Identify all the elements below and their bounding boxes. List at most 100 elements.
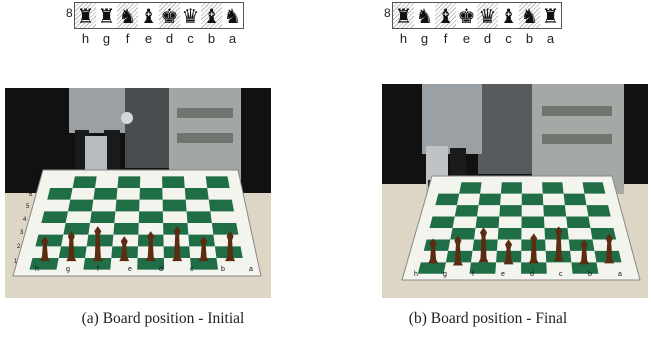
robot-chessboard-photo: h g f e d c b a: [382, 84, 648, 298]
board-square: [499, 205, 522, 217]
board-square: [497, 228, 522, 240]
board-square: [542, 182, 564, 194]
board-square: [113, 223, 139, 235]
file-label: e: [462, 31, 471, 46]
photo-file-label: h: [35, 266, 39, 273]
board-square: [211, 223, 239, 235]
wooden-piece: [478, 227, 489, 263]
square-d: ♚: [159, 3, 180, 28]
square-f: ♝: [435, 3, 456, 28]
figure-panel-a: 8 ♜ ♜ ♞ ♝ ♚ ♛ ♝ ♞ h g f e d c b a: [5, 2, 271, 327]
wooden-piece: [528, 233, 539, 264]
board-square: [423, 239, 451, 251]
board-square: [41, 211, 68, 223]
knight-icon: ♞: [118, 3, 137, 28]
photo-file-labels: h g f e d c b a: [414, 271, 622, 278]
square-c: ♛: [180, 3, 201, 28]
square-h: ♜: [393, 3, 414, 28]
board-square: [435, 193, 460, 206]
file-label: c: [187, 31, 194, 46]
wooden-piece: [579, 239, 590, 265]
square-b: ♝: [201, 3, 222, 28]
rank-squares: ♜ ♜ ♞ ♝ ♚ ♛ ♝ ♞: [74, 2, 244, 29]
board-square: [83, 257, 112, 270]
file-label: h: [399, 31, 408, 46]
file-label: d: [165, 31, 174, 46]
photo-file-label: b: [588, 271, 592, 278]
wooden-piece: [604, 233, 615, 264]
board-square: [521, 193, 544, 206]
knight-icon: ♞: [223, 3, 242, 28]
king-icon: ♚: [457, 3, 476, 28]
rank-squares: ♜ ♞ ♝ ♚ ♛ ♝ ♞ ♜: [392, 2, 562, 29]
photo-rank-label: 3: [20, 230, 24, 236]
figure-caption: (b) Board position - Final: [408, 310, 568, 327]
photo-rank-label: 7: [32, 181, 36, 187]
photo-file-labels: h g f e d c b a: [35, 266, 253, 273]
bishop-icon: ♝: [202, 3, 221, 28]
photo-file-label: a: [618, 271, 622, 278]
photo-file-label: c: [559, 271, 563, 278]
board-square: [563, 193, 587, 206]
square-e: ♝: [138, 3, 159, 28]
wooden-piece: [92, 226, 103, 262]
photo-pieces: [39, 226, 236, 262]
board-square: [500, 182, 522, 194]
photo-file-label: e: [501, 271, 505, 278]
photo-rank-label: 4: [23, 217, 27, 223]
board-square: [478, 193, 501, 206]
square-g: ♞: [414, 3, 435, 28]
wooden-piece: [66, 231, 77, 262]
rook-icon: ♜: [541, 3, 560, 28]
board-square: [469, 262, 497, 274]
file-label: b: [207, 31, 216, 46]
square-c: ♝: [498, 3, 519, 28]
board-square: [454, 205, 479, 217]
king-icon: ♚: [160, 3, 179, 28]
photo-file-label: g: [66, 266, 70, 273]
board-square: [67, 199, 94, 212]
board-square: [586, 205, 611, 217]
wooden-piece: [119, 236, 130, 262]
photo-file-label: a: [249, 266, 253, 273]
bishop-icon: ♝: [499, 3, 518, 28]
board-square: [184, 188, 209, 200]
wooden-piece: [503, 239, 514, 265]
board-square: [137, 257, 165, 270]
board-square: [521, 216, 545, 228]
queen-icon: ♛: [478, 3, 497, 28]
file-labels: h g f e d c b a: [75, 31, 243, 47]
board-square: [93, 188, 118, 200]
rank-label: 8: [66, 6, 73, 20]
file-label: h: [81, 31, 90, 46]
board-square: [571, 262, 599, 274]
square-b: ♞: [519, 3, 540, 28]
wooden-piece: [553, 226, 564, 262]
board-squares: [417, 182, 622, 274]
board-square: [138, 211, 164, 223]
square-a: ♞: [222, 3, 243, 28]
rook-icon: ♜: [76, 3, 95, 28]
board-square: [521, 262, 547, 274]
board-square: [205, 176, 230, 189]
wooden-piece: [198, 236, 209, 262]
photo-file-label: f: [97, 266, 99, 273]
photo-file-label: f: [472, 271, 474, 278]
board-square: [543, 205, 567, 217]
rook-icon: ♜: [394, 3, 413, 28]
square-a: ♜: [540, 3, 561, 28]
photo-rank-labels: 1 2 3 4 5 6 7 8: [14, 172, 39, 265]
board-square: [429, 216, 455, 228]
photo-rank-label: 8: [35, 172, 39, 178]
photo-scene: h g f e d c b a: [382, 84, 648, 298]
board-square: [582, 182, 606, 194]
square-g: ♜: [96, 3, 117, 28]
board-square: [450, 228, 476, 240]
board-square: [47, 188, 73, 200]
photo-file-label: g: [443, 271, 447, 278]
board-square: [417, 262, 446, 274]
board-square: [162, 199, 187, 212]
rook-icon: ♜: [97, 3, 116, 28]
photo-scene: h g f e d c b a 1 2 3 4 5 6 7 8: [5, 88, 271, 298]
figure-caption: (a) Board position - Initial: [81, 310, 245, 327]
